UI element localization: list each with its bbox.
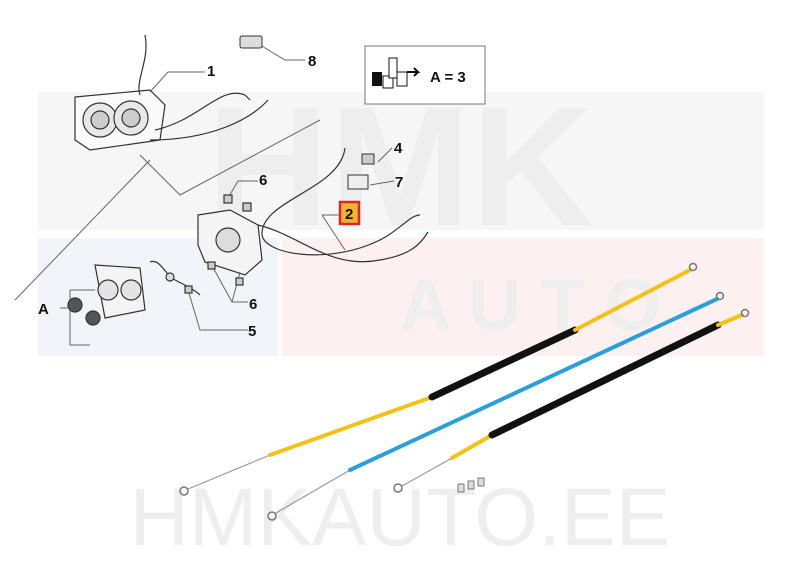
callout-4: 4 — [394, 140, 403, 157]
watermark-bottom: HMKAUTO.EE — [130, 472, 671, 563]
cable-yellow-1 — [179, 262, 698, 496]
cable-blue — [267, 291, 725, 521]
callout-5: 5 — [248, 323, 256, 340]
callout-a: A — [38, 301, 49, 318]
callout-7: 7 — [395, 174, 403, 191]
kit-quantity-text: A = 3 — [430, 69, 466, 86]
callout-6-bottom: 6 — [249, 296, 257, 313]
callout-2-highlighted[interactable]: 2 — [338, 200, 361, 226]
cable-yellow-2 — [393, 308, 750, 493]
callout-8: 8 — [308, 53, 316, 70]
control-unit-assembly — [74, 34, 269, 151]
cable-clips — [457, 477, 485, 493]
kit-quantity-box: A = 3 — [364, 45, 486, 105]
callout-1: 1 — [207, 63, 215, 80]
front-panel-a — [67, 260, 201, 326]
leader-lines — [14, 44, 395, 346]
cable-set-2-bare — [257, 147, 429, 263]
part-8-bulb — [239, 35, 263, 49]
part-7-switch — [347, 174, 369, 190]
callout-6-top: 6 — [259, 172, 267, 189]
svg-text:2: 2 — [345, 206, 353, 223]
parts-kit-icon — [372, 57, 421, 89]
part-4-clip — [361, 153, 375, 165]
housing-part — [197, 194, 263, 286]
